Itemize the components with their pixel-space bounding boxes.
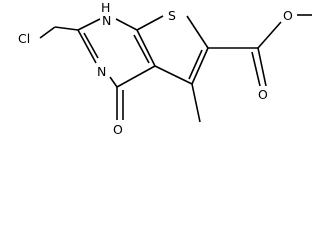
bond-c2-n1: [77, 18, 101, 31]
bond-n3-c4: [109, 76, 118, 88]
atom-o-carbonyl: O: [113, 122, 123, 137]
bond-c2-n3-double: [83, 32, 99, 59]
atom-cl: Cl: [18, 31, 30, 46]
bond-c4a-c7a: [136, 29, 156, 67]
atom-o-ester-double: O: [258, 87, 268, 102]
bond-c5-methyl: [191, 83, 201, 123]
bond-ester-o-double: [257, 47, 267, 87]
molecule-diagram: Cl H N N S O O O: [18, 0, 312, 137]
bond-n1-c7a: [115, 18, 138, 31]
bonds: [39, 14, 312, 123]
atom-labels: Cl H N N S O O O: [18, 0, 293, 137]
atom-h: H: [101, 0, 110, 15]
bond-ester-o-double-2: [251, 51, 261, 87]
bond-ch2-c2: [54, 26, 79, 31]
bond-c4-c4a: [116, 65, 156, 88]
atom-n-ring: N: [97, 64, 106, 79]
bond-c2-n3: [77, 29, 97, 64]
atom-o-ester-single: O: [283, 8, 293, 23]
atom-n-nh: N: [102, 13, 111, 28]
bond-c4a-c7a-double: [133, 34, 150, 64]
bond-c6-c5-double: [188, 49, 203, 80]
bond-c6-c5: [191, 47, 209, 85]
bond-cl-ch2: [39, 26, 56, 39]
bond-s-c6: [186, 15, 209, 49]
bond-c7a-s: [136, 15, 164, 31]
bond-ester-o-single: [257, 21, 282, 49]
bond-c5-c4a: [154, 65, 193, 85]
atom-s: S: [168, 8, 176, 23]
